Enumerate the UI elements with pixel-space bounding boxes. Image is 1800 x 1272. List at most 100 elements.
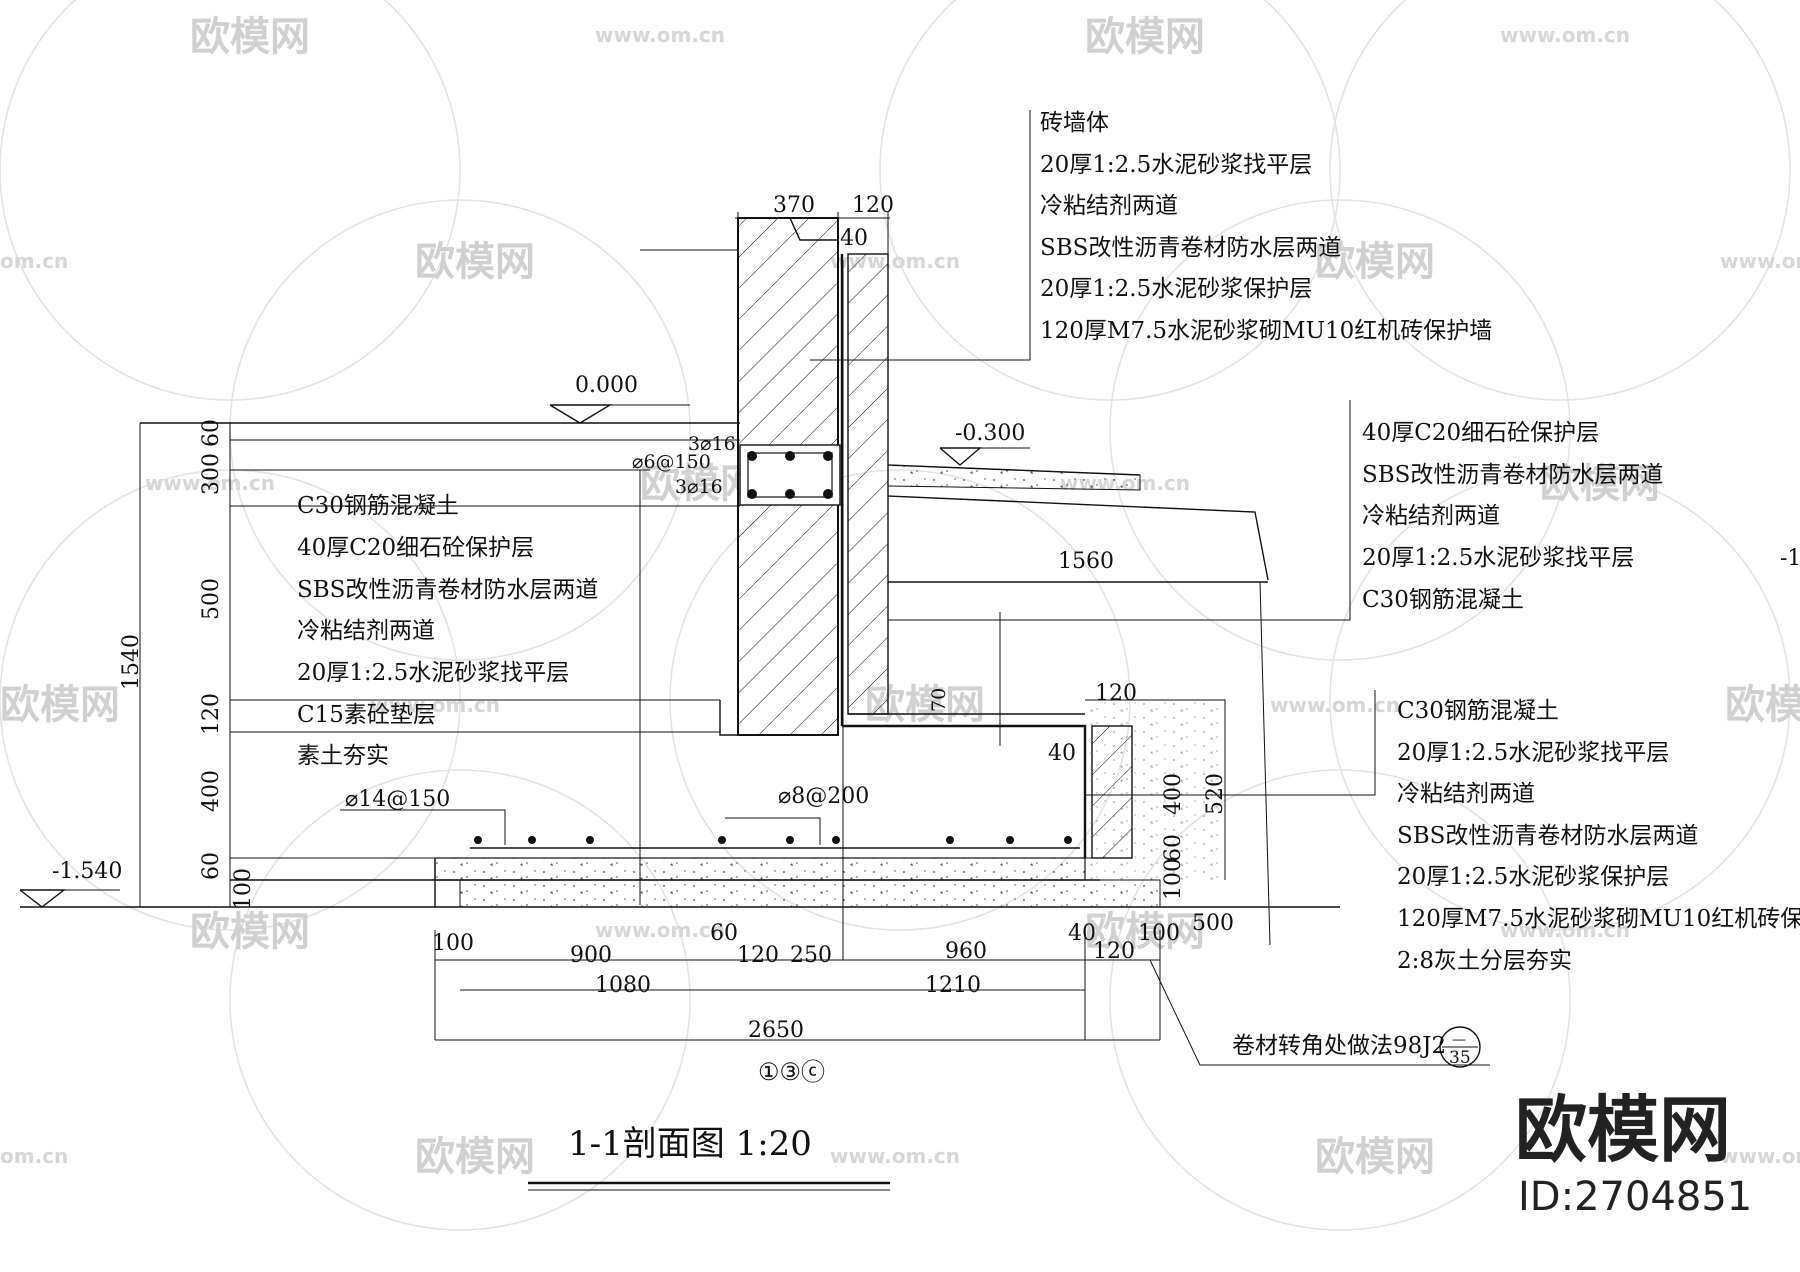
dim-bottom-item: 120	[737, 943, 779, 968]
watermark-text: 欧模网	[1315, 1134, 1435, 1180]
watermark-text: 欧模网	[0, 682, 120, 728]
note-line: SBS改性沥青卷材防水层两道	[1362, 462, 1663, 488]
bottom-dims: 100 900 60 120 250 960 40 120 100 1080 1…	[432, 921, 1180, 1043]
ring-beam	[739, 444, 841, 506]
dim-40-inner: 40	[1048, 741, 1076, 766]
dimension-lines	[139, 212, 1271, 1041]
note-line: 冷粘结剂两道	[1040, 193, 1178, 219]
note-line: C15素砼垫层	[297, 702, 436, 728]
watermark-url: www.om.cn	[145, 471, 275, 495]
dim-500-right: 500	[1192, 911, 1234, 936]
drawing-title: 1-1剖面图 1:20	[528, 1124, 890, 1191]
elevation-cut-right: -1	[1780, 546, 1800, 571]
dim-bottom-item: 250	[790, 943, 832, 968]
dim-wall-370: 370	[773, 193, 815, 218]
elevation-ground: 0.000	[575, 373, 638, 398]
dim-bottom-item: 60	[710, 921, 738, 946]
note-line: 20厚1:2.5水泥砂浆保护层	[1040, 276, 1312, 302]
note-line: C30钢筋混凝土	[1397, 698, 1559, 724]
watermark-text: 欧模网	[1725, 682, 1800, 728]
note-line: 冷粘结剂两道	[297, 618, 435, 644]
dim-520-right: 520	[1203, 773, 1228, 815]
roof-slab	[887, 464, 1269, 583]
reference-circle-icon	[1439, 1026, 1481, 1068]
brand-logo: 欧模网 ID:2704851	[1515, 1088, 1752, 1220]
dim-100: 100	[231, 868, 256, 910]
note-line: 120厚M7.5水泥砂浆砌MU10红机砖保护墙	[1397, 906, 1800, 932]
elevation-bottom: -1.540	[52, 859, 122, 884]
watermark-text: 欧模网	[190, 909, 310, 955]
watermark-text: 欧模网	[415, 1134, 535, 1180]
watermark-url: www.om.cn	[595, 23, 725, 47]
watermark-text: 欧模网	[190, 14, 310, 60]
dim-400-right: 400	[1161, 773, 1186, 815]
watermark-url: www.om.cn	[595, 918, 725, 942]
rebar-bottom: 3⌀16	[675, 476, 723, 498]
dim-total-1540: 1540	[119, 634, 144, 690]
watermark-url: om.cn	[0, 249, 68, 273]
notes-base: C30钢筋混凝土 20厚1:2.5水泥砂浆找平层 冷粘结剂两道 SBS改性沥青卷…	[1397, 698, 1800, 974]
note-line: 砖墙体	[1040, 110, 1109, 136]
dim-total-2650: 2650	[748, 1018, 804, 1043]
leader-lines	[230, 110, 1490, 1066]
note-line: 40厚C20细石砼保护层	[1362, 420, 1599, 446]
dim-row2-1210: 1210	[925, 973, 981, 998]
note-line: 20厚1:2.5水泥砂浆保护层	[1397, 864, 1669, 890]
dim-bottom-item: 960	[945, 939, 987, 964]
dim-span-1560: 1560	[1058, 549, 1114, 574]
watermark-url: www.om.cn	[1270, 693, 1400, 717]
watermark-text: 欧模网	[1085, 909, 1205, 955]
note-line: C30钢筋混凝土	[1362, 587, 1524, 613]
watermark-text: 欧模网	[415, 239, 535, 285]
dim-bottom-item: 900	[570, 943, 612, 968]
dim-300: 300	[199, 453, 224, 495]
rebar-stirrup: ⌀6@150	[632, 451, 711, 473]
notes-wall: 砖墙体 20厚1:2.5水泥砂浆找平层 冷粘结剂两道 SBS改性沥青卷材防水层两…	[1040, 110, 1492, 344]
dim-70: 70	[928, 688, 950, 712]
dim-bottom-item: 100	[1138, 921, 1180, 946]
rebar-slab-left: ⌀14@150	[345, 787, 450, 812]
note-line: 120厚M7.5水泥砂浆砌MU10红机砖保护墙	[1040, 318, 1492, 344]
dim-100-right: 100	[1161, 858, 1186, 900]
watermark-text: 欧模网	[1085, 14, 1205, 60]
note-line: 20厚1:2.5水泥砂浆找平层	[1397, 740, 1669, 766]
dim-500: 500	[199, 578, 224, 620]
watermark-url: www.om.cn	[1720, 1144, 1800, 1168]
note-line: 20厚1:2.5水泥砂浆找平层	[1040, 152, 1312, 178]
dim-bottom-item: 40	[1068, 921, 1096, 946]
note-line: 20厚1:2.5水泥砂浆找平层	[1362, 545, 1634, 571]
page-title: 1-1剖面图 1:20	[568, 1124, 812, 1164]
dim-bottom-item: 120	[1093, 939, 1135, 964]
note-line: SBS改性沥青卷材防水层两道	[1040, 235, 1341, 261]
note-line: 20厚1:2.5水泥砂浆找平层	[297, 660, 569, 686]
ref-bottom: 35	[1449, 1048, 1471, 1068]
note-line: 冷粘结剂两道	[1362, 503, 1500, 529]
dim-60-bottom: 60	[199, 852, 224, 880]
watermark-url: www.om.cn	[1500, 918, 1630, 942]
dim-gap-40: 40	[840, 226, 868, 251]
dim-60-right: 60	[1161, 834, 1186, 862]
corner-note-text: 卷材转角处做法98J2	[1232, 1033, 1446, 1059]
elevation-markers	[19, 404, 1030, 908]
dim-400: 400	[199, 770, 224, 812]
brand-name: 欧模网	[1515, 1088, 1731, 1172]
dim-bottom-item: 100	[432, 931, 474, 956]
elevation-outside: -0.300	[955, 421, 1025, 446]
brand-id: ID:2704851	[1518, 1174, 1752, 1220]
note-line: 2:8灰土分层夯实	[1397, 948, 1572, 974]
corner-note: 卷材转角处做法98J2 — 35	[1232, 1026, 1481, 1068]
ref-top: —	[1452, 1032, 1466, 1048]
notes-slab: C30钢筋混凝土 40厚C20细石砼保护层 SBS改性沥青卷材防水层两道 冷粘结…	[297, 493, 598, 769]
dim-60-top: 60	[199, 419, 224, 447]
note-line: 冷粘结剂两道	[1397, 781, 1535, 807]
watermark-layer: 欧模网 www.om.cn 欧模网 www.om.cn om.cn 欧模网 ww…	[0, 0, 1800, 1231]
watermark-url: www.om.cn	[830, 1144, 960, 1168]
note-line: C30钢筋混凝土	[297, 493, 459, 519]
right-pit	[999, 612, 1226, 880]
dim-120-right: 120	[1095, 681, 1137, 706]
dim-protect-120: 120	[852, 193, 894, 218]
notes-roof: 40厚C20细石砼保护层 SBS改性沥青卷材防水层两道 冷粘结剂两道 20厚1:…	[1362, 420, 1663, 613]
base-slab	[434, 857, 1161, 908]
watermark-url: www.om.cn	[370, 693, 500, 717]
